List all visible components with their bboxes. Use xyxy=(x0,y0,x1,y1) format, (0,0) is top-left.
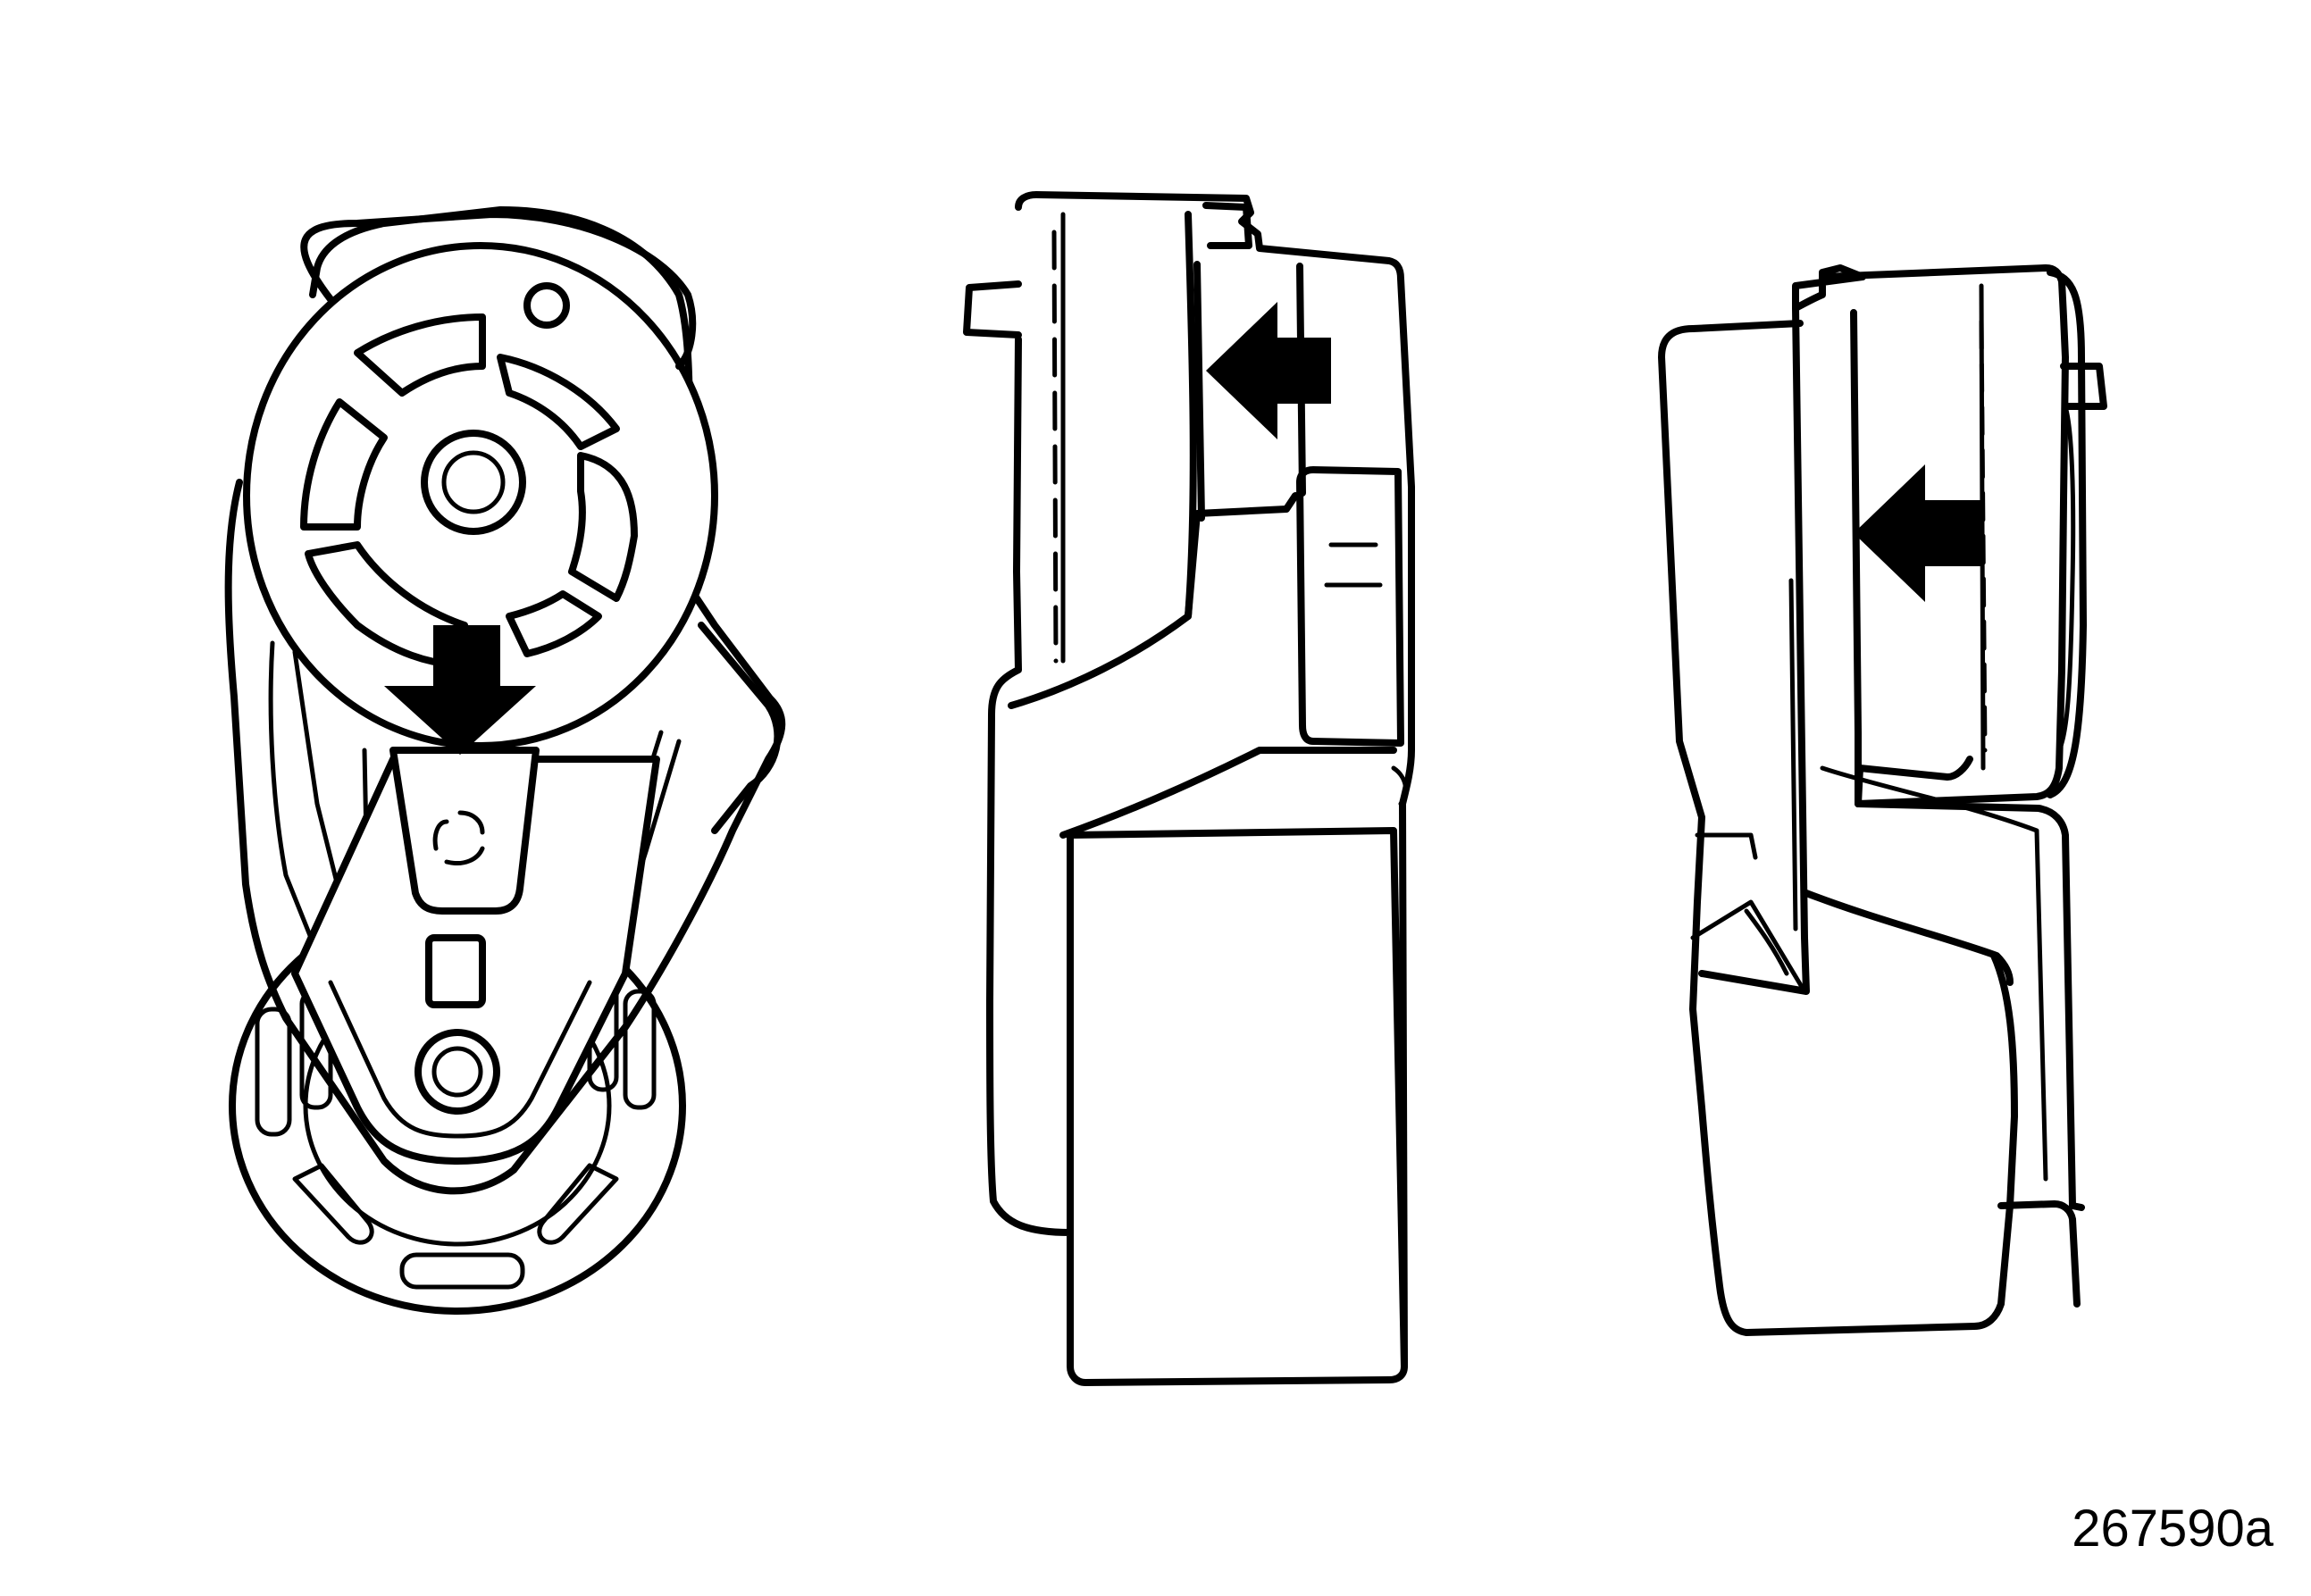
lower-block xyxy=(1067,827,1408,1370)
inner-shelf xyxy=(1193,261,1205,522)
arm-side-tab xyxy=(698,622,782,834)
lower-arm-right-inner xyxy=(1820,765,2048,1182)
side-view-right xyxy=(1658,264,2107,1336)
back-plate xyxy=(1658,325,2018,1336)
upper-pin xyxy=(523,282,570,329)
lower-arm-right-edge xyxy=(1855,800,2085,1211)
pulley-body-left-edge xyxy=(1850,309,1862,807)
knuckle-line-2 xyxy=(1690,899,1807,994)
housing-left-outline xyxy=(986,191,1415,1386)
knuckle-line-3 xyxy=(1744,908,1789,976)
right-stub xyxy=(2060,363,2107,410)
dashed-line-1 xyxy=(1051,230,1059,664)
arm-center-plate-inner xyxy=(328,980,592,1139)
pulley-flange xyxy=(2047,269,2087,798)
arm-square-window xyxy=(425,934,486,1008)
knuckle-line-1 xyxy=(1695,832,1758,860)
lower-bolt-inner xyxy=(431,1046,483,1098)
arm-neck-stud xyxy=(432,810,485,865)
middle-plate-edge xyxy=(1788,578,1798,932)
upper-hub-outer xyxy=(421,430,526,535)
middle-plate-body xyxy=(1698,305,1810,995)
pulley-flange-inner xyxy=(2056,399,2076,753)
upper-body-bottom xyxy=(1008,492,1299,709)
arrow-down-icon xyxy=(384,625,536,755)
arm-neck xyxy=(389,747,540,915)
upper-hub-inner xyxy=(441,450,506,514)
lower-diagonal-right xyxy=(1803,890,2014,986)
top-cap xyxy=(1202,202,1252,249)
left-tab xyxy=(963,280,1022,338)
upper-pulley-rim xyxy=(300,211,697,370)
arrow-left-icon xyxy=(1854,464,1983,602)
lower-notch xyxy=(1391,765,1409,806)
right-shoulder xyxy=(1296,466,1404,747)
lower-arm-diagonal xyxy=(1059,747,1397,839)
lower-bolt-outer xyxy=(414,1029,500,1115)
side-view-left xyxy=(963,191,1415,1386)
figure-reference-number: 267590a xyxy=(2072,1500,2273,1558)
arm-center-plate xyxy=(291,756,660,1165)
upper-pulley-windows xyxy=(300,313,638,669)
arrow-left-icon xyxy=(1206,302,1331,439)
tensioner-arm-outline xyxy=(224,206,786,1195)
front-view xyxy=(224,206,786,1315)
bottom-flange xyxy=(1997,1200,2081,1308)
back-plate-top xyxy=(1689,320,1804,332)
